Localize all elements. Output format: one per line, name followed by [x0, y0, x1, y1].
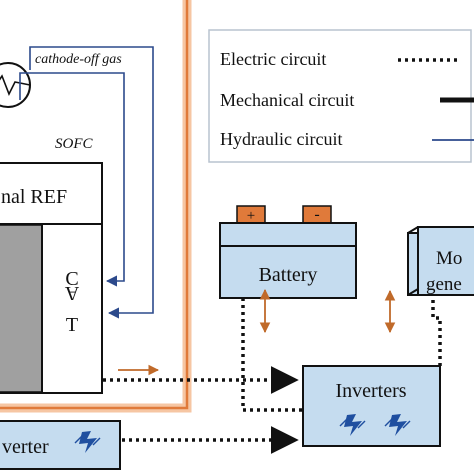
battery-label: Battery: [259, 264, 318, 286]
motor-generator-edge-bottom: [407, 288, 419, 296]
electric-line-inverters-to-motor: [431, 295, 442, 366]
battery-minus-label: -: [314, 206, 319, 223]
left-inverter-box: [0, 420, 121, 470]
battery-body: [219, 245, 357, 299]
legend-box: [208, 29, 472, 163]
battery-plus-label: +: [247, 208, 255, 224]
motor-gen-label-2: gene: [426, 274, 462, 295]
inverters-label: Inverters: [335, 380, 406, 402]
label-cat-a: A: [64, 282, 79, 304]
inverters-box: [302, 365, 441, 447]
stack-gray-region: [0, 224, 43, 393]
heat-exchanger-icon: [0, 62, 31, 108]
internal-reformer-box: [0, 162, 103, 225]
sofc-enclosure: [0, 0, 189, 410]
hydraulic-line-outer: [29, 46, 154, 319]
lightning-icon: [384, 414, 411, 436]
battery-cap: [219, 222, 357, 247]
label-cat-c: C: [65, 268, 78, 290]
lightning-icon: [339, 414, 366, 436]
hydraulic-line-inner: [19, 72, 125, 287]
motor-gen-label-1: Mo: [436, 248, 462, 269]
label-cat-t: T: [66, 314, 78, 336]
lightning-icon: [74, 431, 101, 453]
motor-generator-front: [417, 226, 474, 296]
legend-electric-label: Electric circuit: [220, 49, 326, 69]
electric-line-battery-to-inverters: [241, 298, 303, 412]
label-internal-ref: nal REF: [1, 186, 67, 208]
label-sofc: SOFC: [55, 136, 93, 152]
left-inverter-label: verter: [2, 436, 49, 458]
label-cathode-off-gas: cathode-off gas: [35, 52, 122, 67]
legend-hydraulic-label: Hydraulic circuit: [220, 129, 342, 149]
legend-mechanical-label: Mechanical circuit: [220, 90, 354, 110]
motor-generator-edge-top: [407, 226, 419, 234]
